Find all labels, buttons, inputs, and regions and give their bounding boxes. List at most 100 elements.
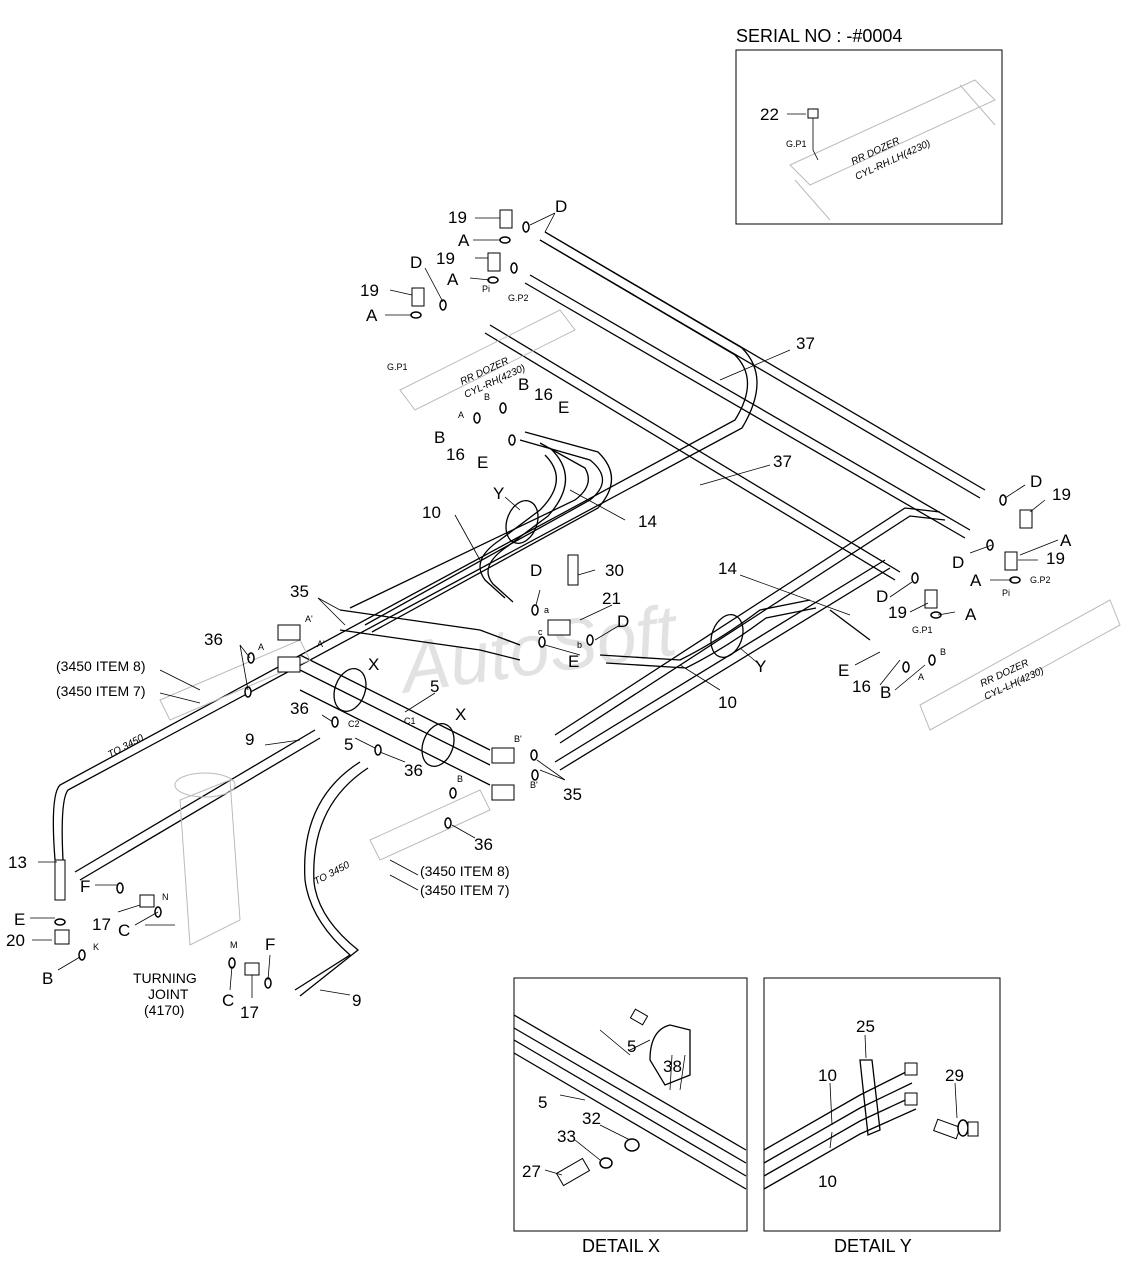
- letter-d: D: [876, 587, 888, 606]
- port-k: K: [93, 942, 99, 952]
- letter-x: X: [368, 655, 379, 674]
- part-10: 10: [718, 693, 737, 712]
- part-37: 37: [796, 334, 815, 353]
- port-c-lower: c: [538, 627, 543, 637]
- detail-x-part-32: 32: [582, 1109, 601, 1128]
- part-35: 35: [563, 785, 582, 804]
- part-13: 13: [8, 853, 27, 872]
- ref-item8-left: (3450 ITEM 8): [56, 658, 145, 674]
- part-14: 14: [718, 559, 737, 578]
- part-10: 10: [422, 503, 441, 522]
- ref-to3450-right: TO 3450: [312, 860, 352, 888]
- part-14: 14: [638, 512, 657, 531]
- port-a-right: A: [918, 672, 924, 682]
- part-9: 9: [352, 991, 361, 1010]
- detail-y-box: [763, 977, 1001, 1232]
- turning-joint-3: (4170): [144, 1002, 184, 1018]
- part-19: 19: [1046, 549, 1065, 568]
- detail-y-part-25: 25: [856, 1017, 875, 1036]
- part-30: 30: [605, 561, 624, 580]
- part-36: 36: [290, 699, 309, 718]
- letter-d: D: [555, 197, 567, 216]
- port-gp1: G.P1: [912, 625, 933, 635]
- detail-x-box: [513, 977, 748, 1232]
- letter-d: D: [952, 553, 964, 572]
- part-16: 16: [446, 445, 465, 464]
- port-c2: C2: [348, 719, 360, 729]
- leader-lines: [30, 212, 1059, 998]
- part-17: 17: [240, 1003, 259, 1022]
- port-b-prime: B': [530, 780, 538, 790]
- letter-b: B: [42, 969, 53, 988]
- letter-b: B: [880, 683, 891, 702]
- part-5: 5: [430, 677, 439, 696]
- letter-c: C: [118, 921, 130, 940]
- port-a: A: [458, 410, 464, 420]
- detail-x-part-5: 5: [538, 1093, 547, 1112]
- ref-to3450-left: TO 3450: [106, 733, 146, 761]
- turning-joint-1: TURNING: [133, 970, 197, 986]
- letter-a: A: [447, 270, 459, 289]
- port-gp1: G.P1: [387, 362, 408, 372]
- part-19: 19: [1052, 485, 1071, 504]
- part-19: 19: [448, 208, 467, 227]
- letter-e: E: [838, 661, 849, 680]
- ref-item7-right: (3450 ITEM 7): [420, 882, 509, 898]
- detail-x-part-38: 38: [663, 1057, 682, 1076]
- letter-a: A: [366, 306, 378, 325]
- letter-y: Y: [493, 484, 504, 503]
- part-labels: 19 19 19 19 19 19 37 37 14 14 10 10 16 1…: [6, 208, 1071, 1022]
- inset-gp1: G.P1: [786, 139, 807, 149]
- port-pi: Pi: [1002, 588, 1010, 598]
- letter-e: E: [558, 398, 569, 417]
- part-19: 19: [888, 603, 907, 622]
- ref-item7-left: (3450 ITEM 7): [56, 683, 145, 699]
- part-36: 36: [204, 630, 223, 649]
- detail-y-part-29: 29: [945, 1066, 964, 1085]
- letter-a: A: [458, 231, 470, 250]
- part-9: 9: [245, 730, 254, 749]
- letter-f: F: [265, 935, 275, 954]
- letter-labels: D D D D D D D A A A A A A B B B B E E E …: [14, 197, 1072, 1010]
- port-c1: C1: [404, 716, 416, 726]
- letter-d: D: [617, 612, 629, 631]
- port-b: B: [940, 647, 946, 657]
- letter-e: E: [477, 453, 488, 472]
- detail-y-title: DETAIL Y: [834, 1236, 912, 1256]
- letter-x: X: [455, 705, 466, 724]
- inset-serial-box: [735, 49, 1003, 225]
- detail-circles: [333, 500, 744, 767]
- detail-y-part-10: 10: [818, 1066, 837, 1085]
- part-35: 35: [290, 582, 309, 601]
- part-5: 5: [344, 735, 353, 754]
- part-19: 19: [436, 249, 455, 268]
- letter-b: B: [434, 428, 445, 447]
- detail-x-part-5: 5: [627, 1037, 636, 1056]
- letter-e: E: [14, 910, 25, 929]
- port-pi: Pi: [482, 284, 490, 294]
- letter-e: E: [568, 652, 579, 671]
- letter-d: D: [530, 561, 542, 580]
- port-a-lower: a: [544, 605, 549, 615]
- detail-y-drawing: [763, 1034, 979, 1190]
- part-36: 36: [404, 761, 423, 780]
- part-36: 36: [474, 835, 493, 854]
- part-17: 17: [92, 915, 111, 934]
- port-b: B: [484, 392, 490, 402]
- port-a: A: [258, 642, 264, 652]
- letter-a: A: [965, 605, 977, 624]
- letter-y: Y: [755, 657, 766, 676]
- port-a-prime: A': [305, 614, 313, 624]
- turning-joint-2: JOINT: [148, 986, 189, 1002]
- detail-y-part-10: 10: [818, 1172, 837, 1191]
- port-b-right: B: [457, 774, 463, 784]
- detail-x-part-33: 33: [557, 1127, 576, 1146]
- part-19: 19: [360, 281, 379, 300]
- port-labels: G.P2 G.P1 G.P2 G.P1 Pi Pi a b c A B A B …: [93, 284, 1051, 952]
- letter-d: D: [410, 253, 422, 272]
- port-gp2: G.P2: [1030, 575, 1051, 585]
- part-37: 37: [773, 452, 792, 471]
- fittings: [54, 209, 1033, 976]
- part-20: 20: [6, 931, 25, 950]
- part-16: 16: [534, 385, 553, 404]
